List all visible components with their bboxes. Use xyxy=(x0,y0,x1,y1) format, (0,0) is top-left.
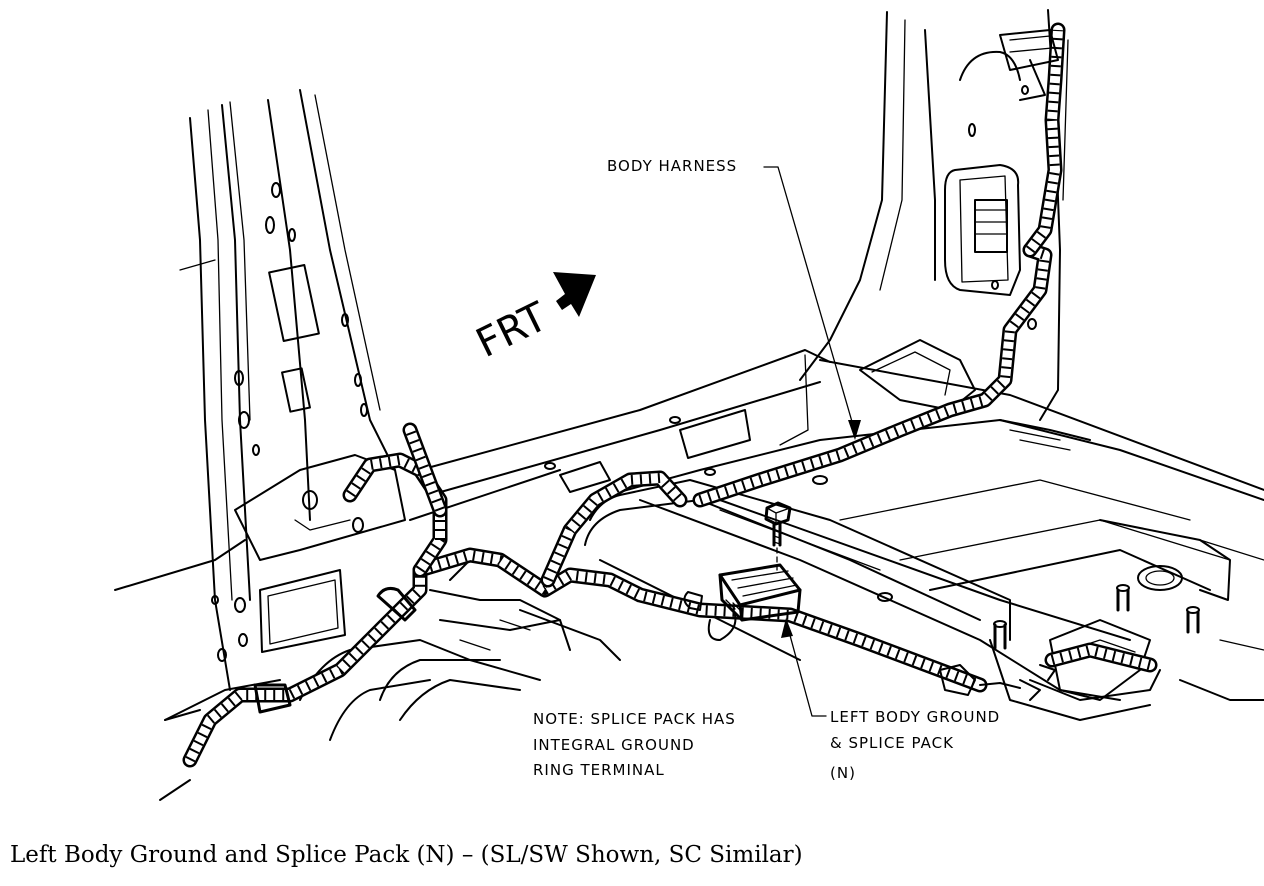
left-pillar xyxy=(114,89,406,721)
body-harness-label: BODY HARNESS xyxy=(607,157,737,175)
frt-indicator: FRT xyxy=(469,272,596,367)
note-line-2: INTEGRAL GROUND xyxy=(533,736,695,754)
sill-panel xyxy=(409,349,831,521)
ground-splice-label-line-2: & SPLICE PACK xyxy=(830,734,954,752)
floor-panels xyxy=(589,419,1264,721)
frt-arrow-icon xyxy=(553,272,596,317)
body-harness-illustration: FRT BODY HARNESS NOTE: SPLICE PACK HAS I… xyxy=(114,9,1264,801)
ground-splice-label-line-1: LEFT BODY GROUND xyxy=(830,708,1000,726)
body-harness-arrow-icon xyxy=(848,420,861,440)
note-line-3: RING TERMINAL xyxy=(533,761,665,779)
body-harness xyxy=(182,22,1158,768)
callouts: BODY HARNESS NOTE: SPLICE PACK HAS INTEG… xyxy=(533,157,1000,782)
floor-channel xyxy=(584,479,1011,661)
splice-pack xyxy=(718,563,802,622)
ground-bolt xyxy=(764,501,792,571)
note-line-1: NOTE: SPLICE PACK HAS xyxy=(533,710,736,728)
ground-splice-label-line-3: (N) xyxy=(830,764,856,782)
ground-splice-arrow-icon xyxy=(781,618,793,638)
harness-connectors xyxy=(253,29,1059,714)
figure-caption: Left Body Ground and Splice Pack (N) – (… xyxy=(10,842,803,868)
frt-label: FRT xyxy=(469,294,555,367)
left-floor-ribs xyxy=(159,559,621,801)
